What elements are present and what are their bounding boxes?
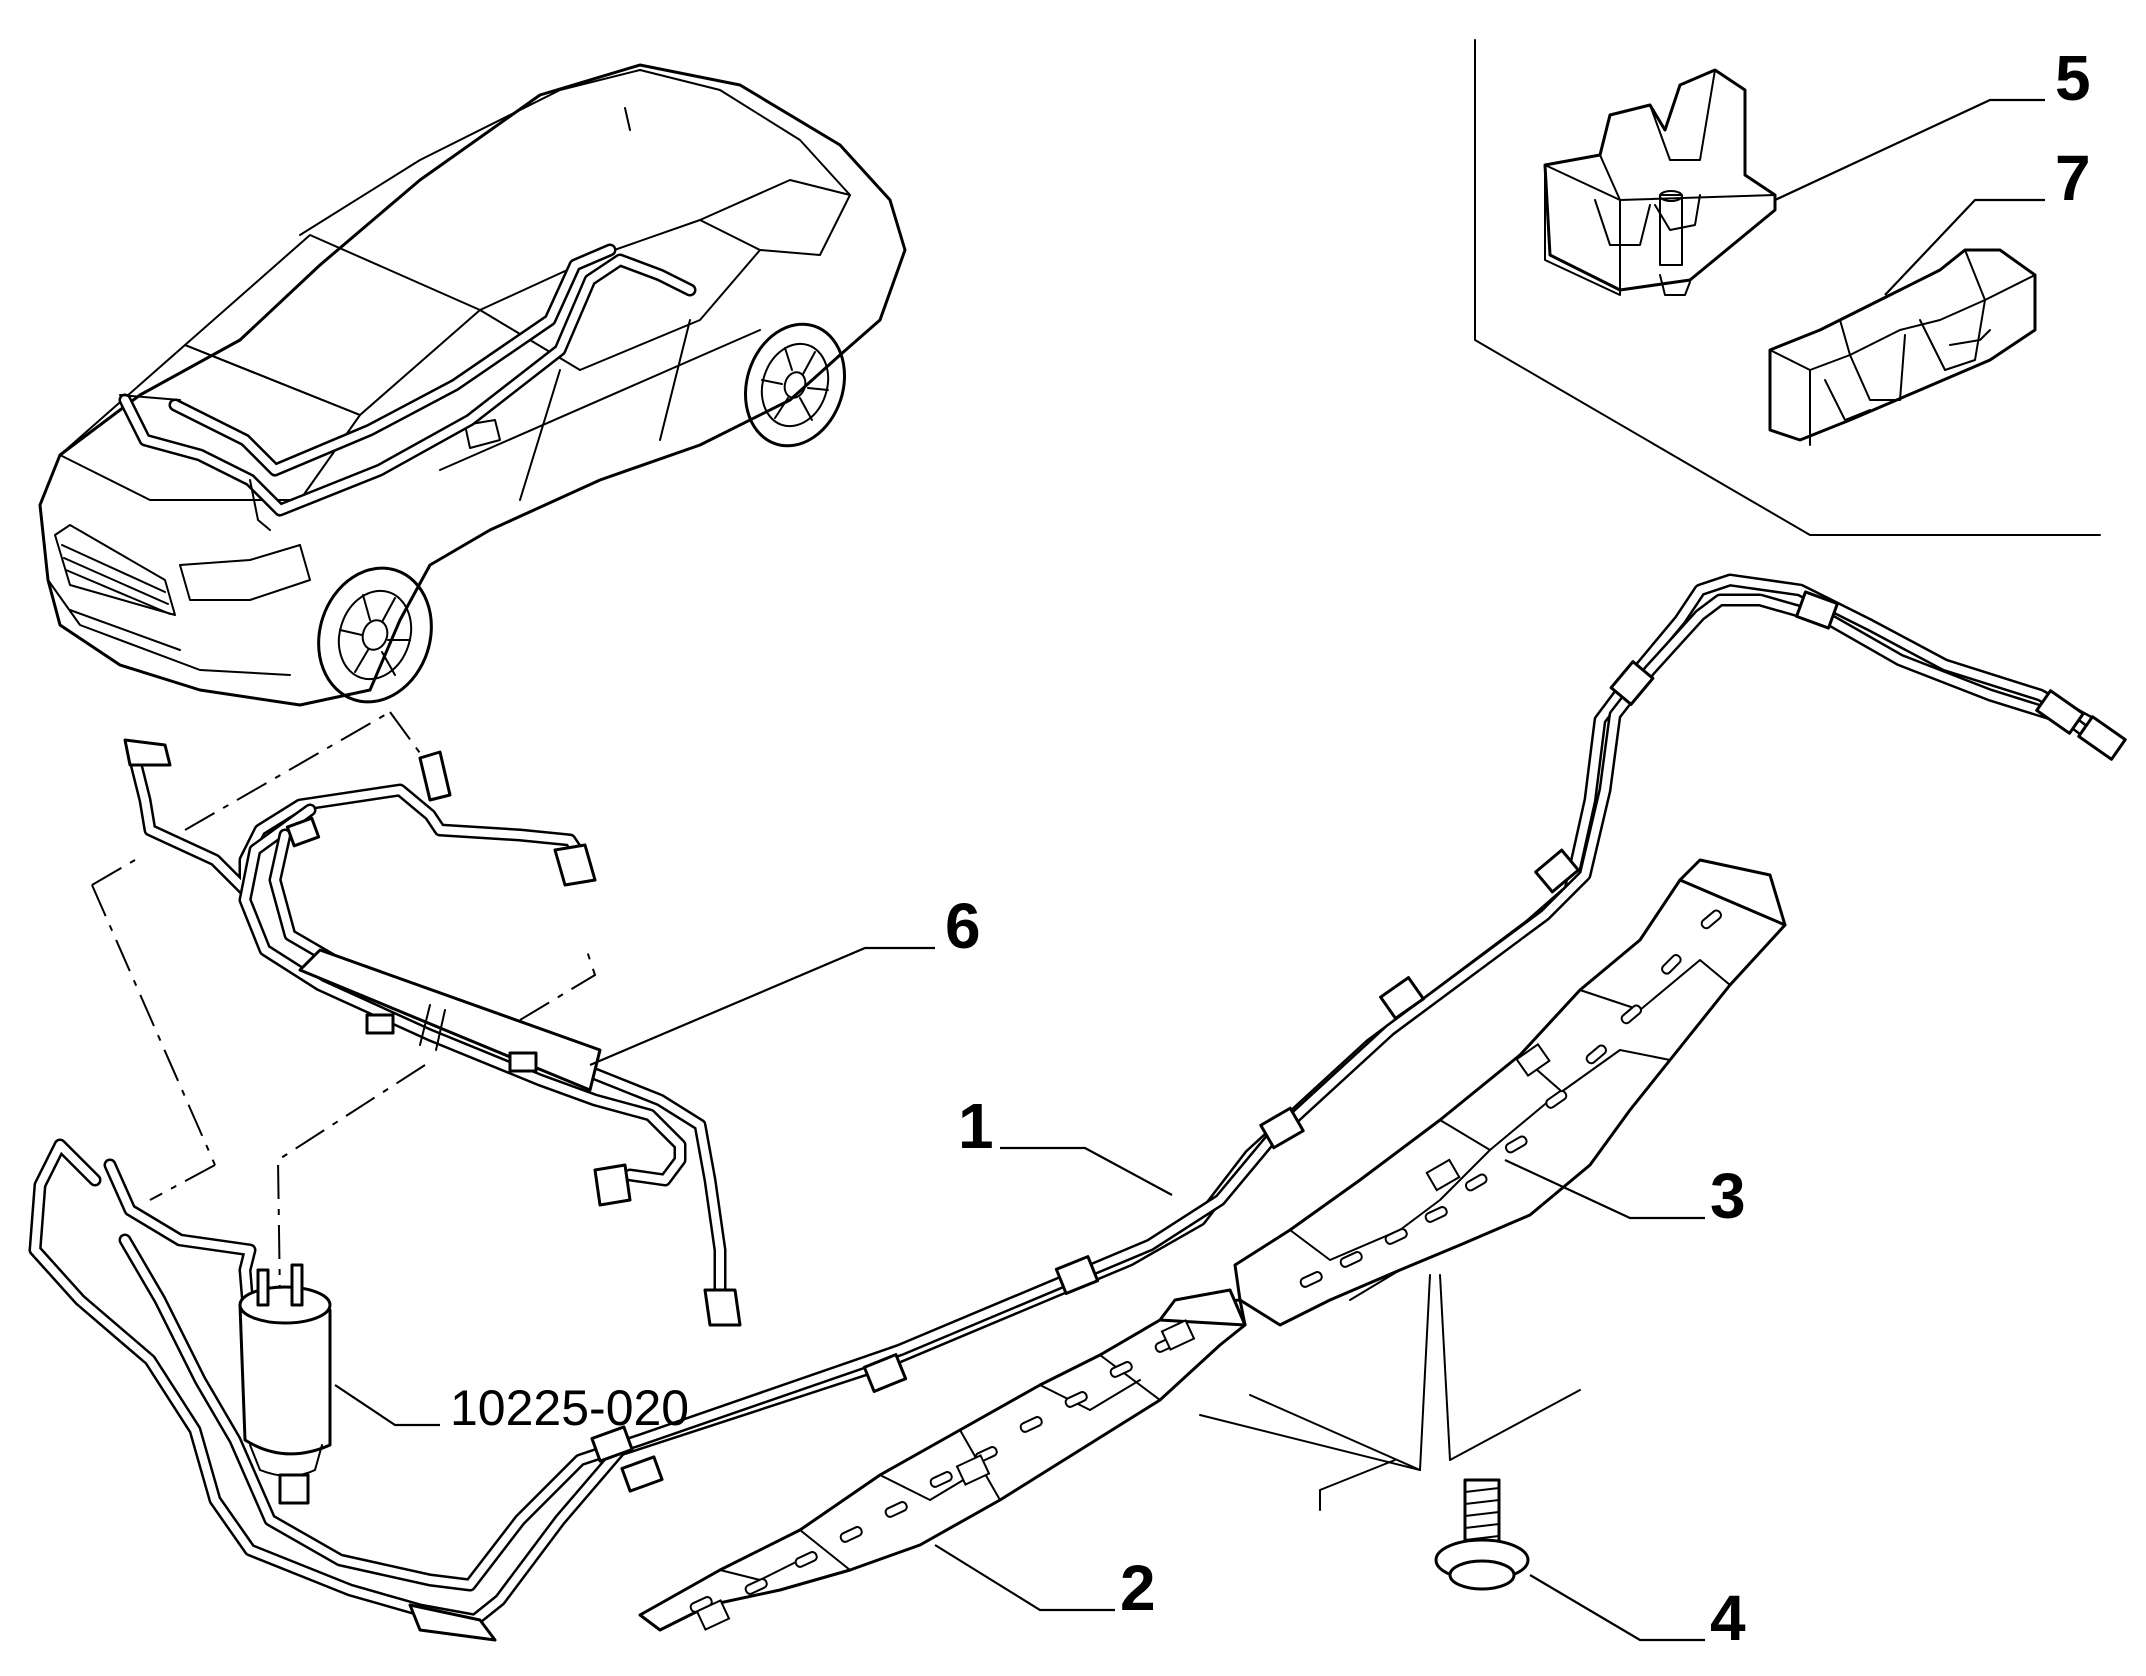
callout-7: 7: [2055, 142, 2091, 214]
callout-6: 6: [945, 890, 981, 962]
mounting-guide-lines: [1199, 1274, 1581, 1511]
callout-5: 5: [2055, 42, 2091, 114]
shield-part-2: [638, 1288, 1247, 1632]
assembly-dash-lines: [91, 711, 597, 1301]
fuel-filter-10225-020: [238, 1263, 332, 1505]
callout-3: 3: [1710, 1160, 1746, 1232]
shield-3-slots: [1299, 909, 1723, 1288]
inset-frame: [1474, 39, 2101, 536]
callout-labels: 1 2 3 4 5 6 7 10225-020: [450, 42, 2091, 1654]
leader-lines: [334, 98, 2045, 1642]
callout-1: 1: [958, 1090, 994, 1162]
pipe-assembly-6: [123, 738, 742, 1327]
callout-2: 2: [1120, 1552, 1156, 1624]
fuel-line-1: [28, 573, 2127, 1642]
callout-10225-020: 10225-020: [450, 1380, 689, 1436]
clip-part-7: [1768, 248, 2037, 446]
clip-part-5: [1543, 68, 1777, 296]
shield-part-3: [1233, 858, 1787, 1327]
callout-4: 4: [1710, 1582, 1746, 1654]
shield-2-slots: [689, 1319, 1196, 1631]
screw-part-4: [1434, 1478, 1530, 1591]
car-illustration: [38, 63, 907, 707]
